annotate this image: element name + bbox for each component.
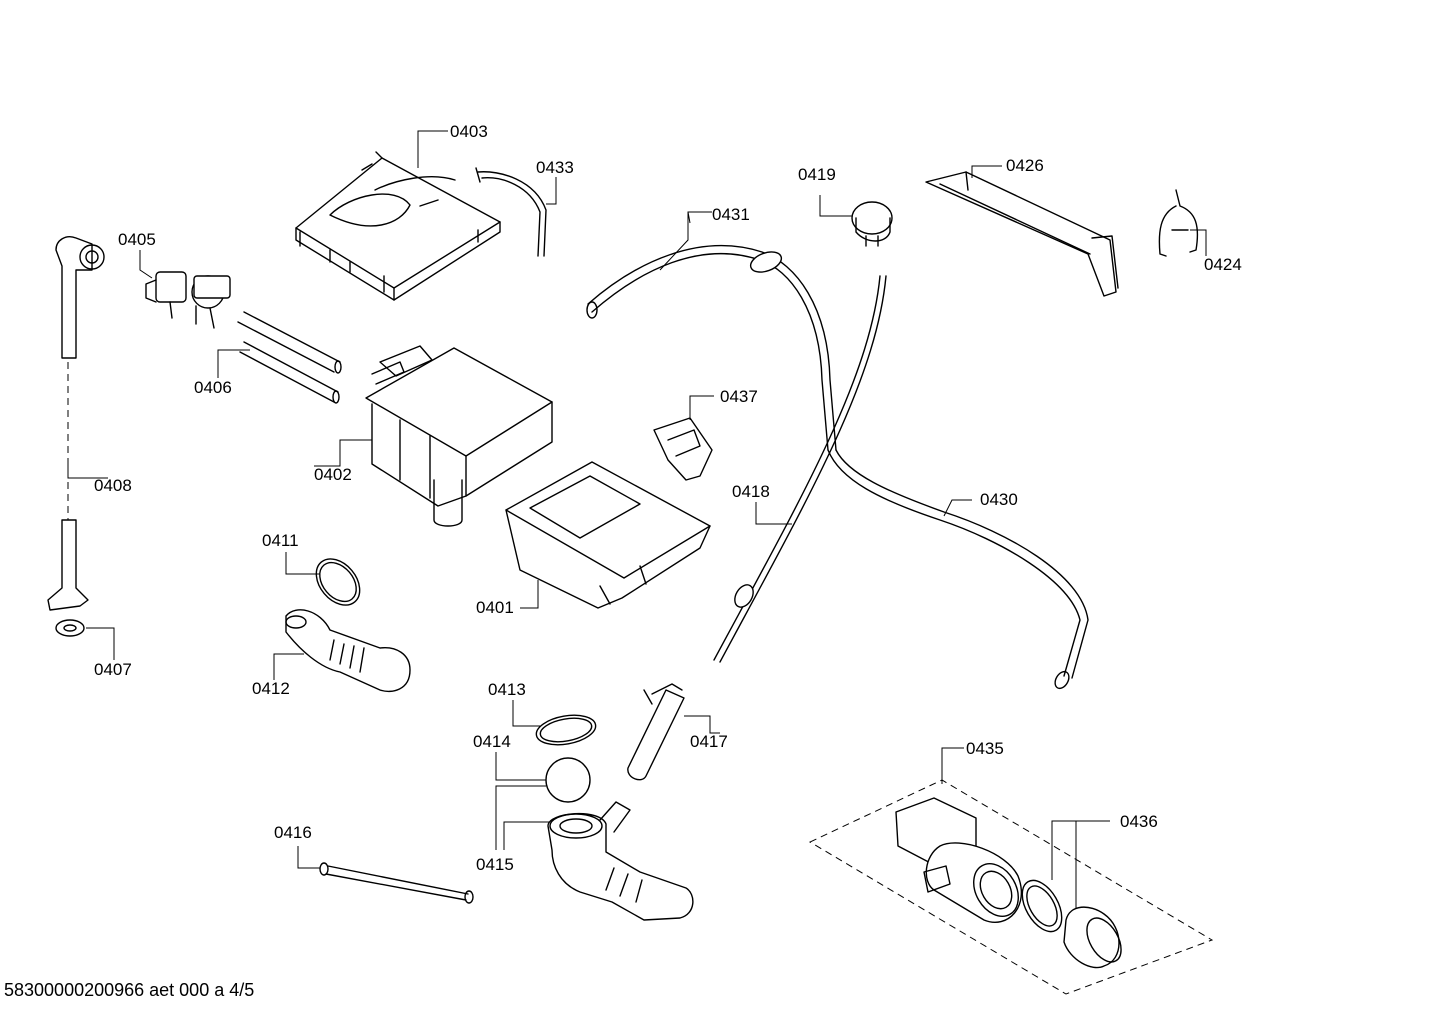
part-0407-drawing [55, 619, 85, 637]
label-0424: 0424 [1204, 255, 1242, 274]
label-0436: 0436 [1120, 812, 1158, 831]
label-0414: 0414 [473, 732, 511, 751]
label-0419: 0419 [798, 165, 836, 184]
label-0415: 0415 [476, 855, 514, 874]
label-0403: 0403 [450, 122, 488, 141]
part-0418-drawing [713, 275, 887, 663]
label-0401: 0401 [476, 598, 514, 617]
part-0401-drawing [505, 461, 711, 609]
part-0424-drawing [1158, 189, 1199, 257]
label-0413: 0413 [488, 680, 526, 699]
label-0417: 0417 [690, 732, 728, 751]
part-0426-drawing [925, 171, 1119, 297]
part-0435-drawing [808, 779, 1214, 995]
part-0433-drawing [475, 167, 547, 257]
label-0405: 0405 [118, 230, 156, 249]
part-0437-drawing [653, 417, 713, 481]
part-0414-drawing [545, 757, 591, 803]
part-0402-drawing [365, 345, 553, 527]
label-0416: 0416 [274, 823, 312, 842]
label-0435: 0435 [966, 739, 1004, 758]
label-0411: 0411 [262, 531, 299, 550]
label-0433: 0433 [536, 158, 574, 177]
document-reference: 58300000200966 aet 000 a 4/5 [4, 980, 255, 1000]
part-0413-drawing [535, 714, 597, 746]
label-0426: 0426 [1006, 156, 1044, 175]
part-0408-drawing [47, 236, 105, 611]
part-0416-drawing [319, 862, 474, 904]
label-0431: 0431 [712, 205, 750, 224]
part-0403-drawing [295, 151, 501, 301]
part-0419-drawing [851, 201, 893, 247]
label-0430: 0430 [980, 490, 1018, 509]
label-0418: 0418 [732, 482, 770, 501]
label-0408: 0408 [94, 476, 132, 495]
part-0430-drawing [827, 449, 1089, 690]
part-0415-drawing [547, 801, 694, 921]
label-0402: 0402 [314, 465, 352, 484]
part-0406-drawing [237, 311, 342, 404]
label-0412: 0412 [252, 679, 290, 698]
label-0437: 0437 [720, 387, 758, 406]
part-0411-drawing [315, 558, 361, 606]
leader-lines [67, 130, 1207, 908]
part-0436-drawing [1021, 879, 1122, 969]
part-0417-drawing [627, 683, 685, 781]
label-0407: 0407 [94, 660, 132, 679]
label-0406: 0406 [194, 378, 232, 397]
part-0405-drawing [145, 271, 231, 329]
part-0431-drawing [586, 244, 837, 451]
part-0412-drawing [285, 609, 411, 693]
